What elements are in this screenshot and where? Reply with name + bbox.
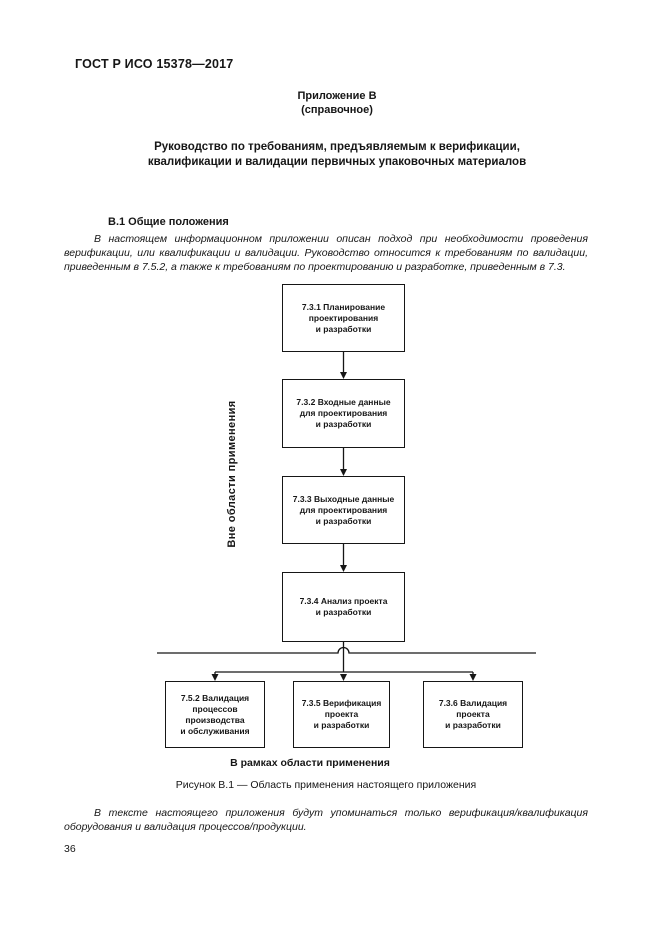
flowchart-box-planning: 7.3.1 Планирование проектирования и разр… [282, 284, 405, 352]
section-heading: В.1 Общие положения [108, 216, 229, 228]
scope-boundary-line [157, 646, 536, 654]
flowchart-box-process-validation: 7.5.2 Валидация процессов производства и… [165, 681, 265, 748]
arrowhead-to-box5 [211, 674, 219, 681]
flowchart-box-design-review: 7.3.4 Анализ проекта и разработки [282, 572, 405, 642]
flowchart-box-design-inputs: 7.3.2 Входные данные для проектирования … [282, 379, 405, 448]
appendix-type: (справочное) [301, 104, 373, 116]
paragraph-general-provisions: В настоящем информационном приложении оп… [64, 233, 588, 273]
arrowhead-to-box2 [340, 372, 347, 379]
arrowhead-to-box4 [340, 565, 347, 572]
flowchart-box-design-validation: 7.3.6 Валидация проекта и разработки [423, 681, 523, 748]
out-of-scope-label: Вне области применения [226, 400, 238, 548]
in-scope-label: В рамках области применения [230, 757, 390, 769]
document-number: ГОСТ Р ИСО 15378—2017 [75, 57, 234, 71]
flowchart-box-design-outputs: 7.3.3 Выходные данные для проектирования… [282, 476, 405, 544]
arrowhead-to-box6 [340, 674, 347, 681]
arrowhead-to-box3 [340, 469, 347, 476]
appendix-label: Приложение В [297, 90, 377, 102]
figure-caption: Рисунок В.1 — Область применения настоящ… [175, 779, 477, 791]
appendix-title: Руководство по требованиям, предъявляемы… [147, 141, 527, 168]
page-number: 36 [64, 843, 76, 855]
flowchart-box-design-verification: 7.3.5 Верификация проекта и разработки [293, 681, 390, 748]
paragraph-note: В тексте настоящего приложения будут упо… [64, 807, 588, 833]
arrowhead-to-box7 [469, 674, 477, 681]
